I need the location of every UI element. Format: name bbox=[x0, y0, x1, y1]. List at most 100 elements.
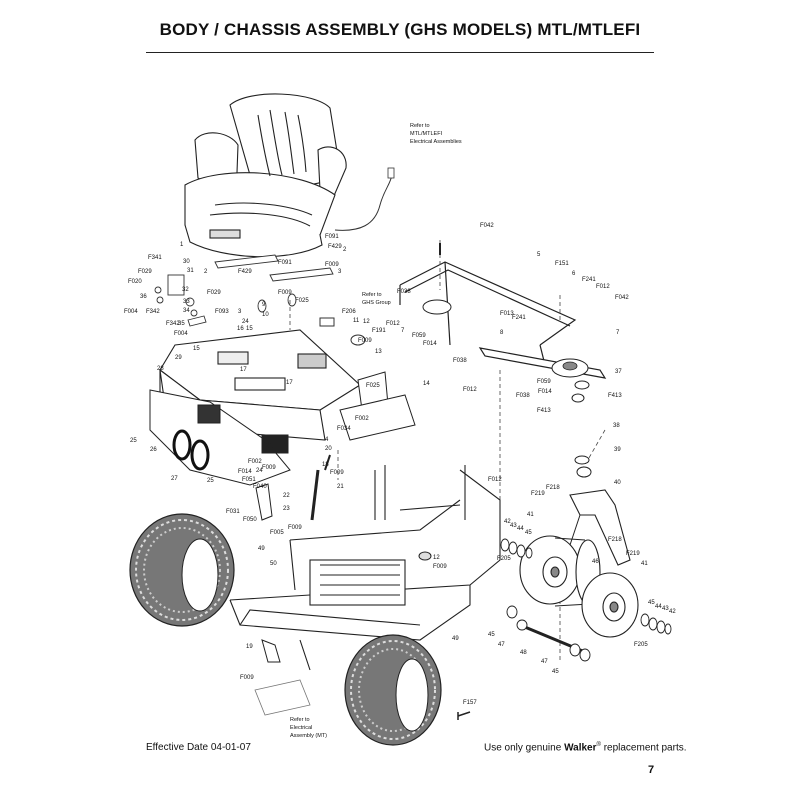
callout-label: F151 bbox=[555, 261, 569, 267]
callout-label: 45 bbox=[552, 669, 559, 675]
title-rule bbox=[146, 52, 654, 53]
caster-wheel-lower bbox=[581, 572, 639, 638]
caster-fork-40 bbox=[569, 489, 631, 566]
callout-label: F342 bbox=[166, 321, 180, 327]
callout-label: F029 bbox=[207, 290, 221, 296]
seal-27 bbox=[190, 439, 210, 471]
page-title: BODY / CHASSIS ASSEMBLY (GHS MODELS) MTL… bbox=[159, 20, 641, 39]
callout-label: 43 bbox=[662, 606, 669, 612]
callout-label: 1 bbox=[180, 242, 184, 248]
callout-label: F009 bbox=[330, 470, 344, 476]
callout-label: 27 bbox=[171, 476, 178, 482]
callout-label: F219 bbox=[626, 551, 640, 557]
walker-brand: Walker bbox=[564, 742, 597, 754]
callout-label: 9 bbox=[262, 302, 266, 308]
callout-label: 47 bbox=[541, 659, 548, 665]
svg-text:Electrical Assemblies: Electrical Assemblies bbox=[410, 139, 462, 145]
bearing-38 bbox=[574, 455, 590, 465]
callout-label: 24 bbox=[242, 319, 249, 325]
bracket-22 bbox=[255, 483, 273, 521]
callout-label: 30 bbox=[183, 259, 190, 265]
callout-label: 24 bbox=[256, 468, 263, 474]
callout-label: F219 bbox=[531, 491, 545, 497]
callout-label: F205 bbox=[497, 556, 511, 562]
callout-label: F020 bbox=[128, 279, 142, 285]
callout-label: 15 bbox=[246, 326, 253, 332]
callout-label: 3 bbox=[338, 269, 342, 275]
callout-label: F012 bbox=[386, 321, 400, 327]
callout-label: 35 bbox=[178, 321, 185, 327]
callout-label: 7 bbox=[401, 328, 405, 334]
callout-label: 22 bbox=[283, 493, 290, 499]
callout-label: F031 bbox=[226, 509, 240, 515]
callout-label: F038 bbox=[516, 393, 530, 399]
callout-label: 43 bbox=[510, 523, 517, 529]
callout-label: 8 bbox=[500, 330, 504, 336]
callout-label: F034 bbox=[337, 426, 351, 432]
callout-label: F059 bbox=[537, 379, 551, 385]
callout-label: 6 bbox=[572, 271, 576, 277]
svg-text:Assembly (MT): Assembly (MT) bbox=[290, 733, 327, 739]
svg-text:GHS Group: GHS Group bbox=[362, 300, 391, 306]
callout-label: 16 bbox=[237, 326, 244, 332]
callout-label: F429 bbox=[238, 269, 252, 275]
effective-date: Effective Date 04-01-07 bbox=[146, 742, 251, 753]
callout-label: 44 bbox=[655, 604, 662, 610]
gas-spring-21 bbox=[310, 469, 320, 521]
svg-text:MTL/MTLEFI: MTL/MTLEFI bbox=[410, 131, 443, 137]
callout-label: F009 bbox=[240, 675, 254, 681]
callout-label: 33 bbox=[183, 299, 190, 305]
callout-label: 19 bbox=[246, 644, 253, 650]
page-number: 7 bbox=[648, 764, 655, 776]
callout-label: 36 bbox=[140, 294, 147, 300]
callout-label: 49 bbox=[258, 546, 265, 552]
callout-label: F014 bbox=[538, 389, 552, 395]
callout-label: F009 bbox=[358, 338, 372, 344]
callout-label: 29 bbox=[175, 355, 182, 361]
callout-label: 32 bbox=[182, 287, 189, 293]
callout-label: F241 bbox=[582, 277, 596, 283]
pulley-7a bbox=[422, 299, 452, 315]
callout-label: 45 bbox=[488, 632, 495, 638]
seat-assembly bbox=[184, 93, 347, 258]
note-electrical-bottom: Refer to Electrical Assembly (MT) bbox=[290, 717, 327, 739]
pedal-19 bbox=[261, 639, 281, 663]
callout-label: 42 bbox=[669, 609, 676, 615]
callout-label: F093 bbox=[215, 309, 229, 315]
callout-label: 28 bbox=[157, 366, 164, 372]
callout-label: F012 bbox=[463, 387, 477, 393]
callout-label: 46 bbox=[592, 559, 599, 565]
callout-label: F413 bbox=[537, 408, 551, 414]
callout-label: F038 bbox=[397, 289, 411, 295]
callout-label: F050 bbox=[243, 517, 257, 523]
cap-12 bbox=[418, 551, 432, 561]
side-panel-14 bbox=[339, 394, 416, 441]
main-chassis bbox=[229, 465, 501, 671]
callout-label: 49 bbox=[452, 636, 459, 642]
callout-label: F040 bbox=[253, 484, 267, 490]
registered-mark: ® bbox=[596, 742, 601, 748]
seal-26 bbox=[172, 429, 192, 461]
svg-text:Electrical: Electrical bbox=[290, 725, 312, 731]
callout-label: 37 bbox=[615, 369, 622, 375]
bushing-12 bbox=[350, 334, 366, 346]
note-ghs-group: Refer to GHS Group bbox=[362, 292, 391, 306]
callout-label: F341 bbox=[148, 255, 162, 261]
callout-label: 31 bbox=[187, 268, 194, 274]
callout-label: F429 bbox=[328, 244, 342, 250]
callout-label: F009 bbox=[433, 564, 447, 570]
callout-label: 38 bbox=[613, 423, 620, 429]
callout-label: 45 bbox=[525, 530, 532, 536]
callout-label: 3 bbox=[238, 309, 242, 315]
callout-label: F025 bbox=[366, 383, 380, 389]
callout-label: 23 bbox=[283, 506, 290, 512]
callout-label: 48 bbox=[520, 650, 527, 656]
callout-label: 18 bbox=[322, 462, 329, 468]
callout-label: 25 bbox=[207, 478, 214, 484]
bearing-39 bbox=[576, 466, 592, 478]
callout-label: F191 bbox=[372, 328, 386, 334]
callout-label: F413 bbox=[608, 393, 622, 399]
drive-tire-right bbox=[344, 634, 442, 746]
callout-label: 40 bbox=[614, 480, 621, 486]
